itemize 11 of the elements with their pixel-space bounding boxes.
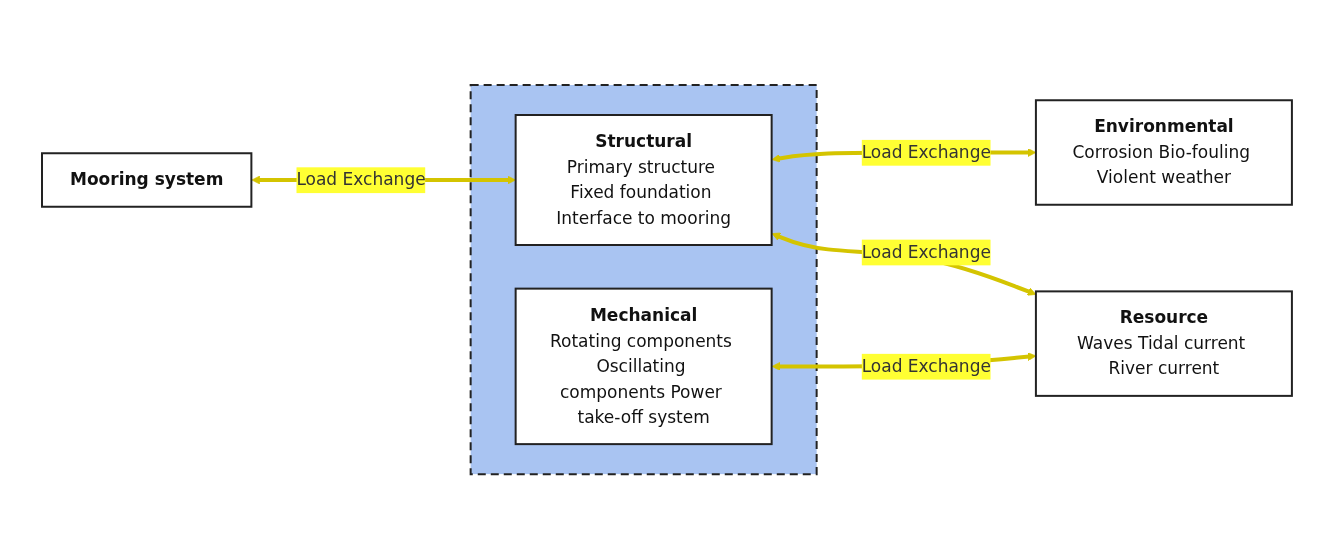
edge-label: Load Exchange [861, 142, 991, 163]
edge-label: Load Exchange [295, 169, 426, 190]
edge-label: Load Exchange [861, 241, 991, 262]
node-box: Environmental Corrosion Bio-fouling Violent weather [1034, 99, 1293, 207]
node-box: Mooring system [40, 152, 252, 209]
edge-label: Load Exchange [861, 356, 991, 377]
node-box: Structural Primary structure Fixed foundation Interface to mooring [514, 114, 773, 247]
arrow [771, 233, 1036, 297]
cluster [469, 84, 818, 476]
node-box: Mechanical Rotating components Oscillating components Power take-off system [514, 288, 773, 446]
node-box: Resource Waves Tidal current River current [1034, 290, 1293, 398]
